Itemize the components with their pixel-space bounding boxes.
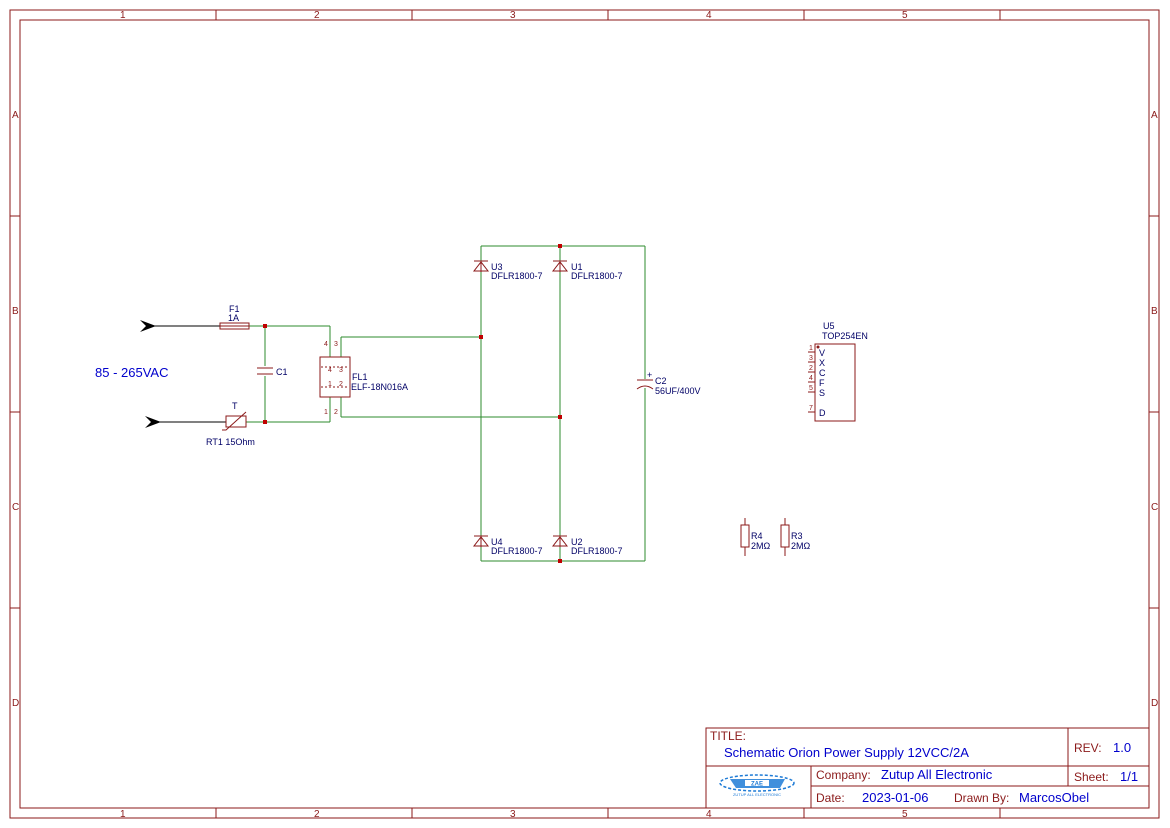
u5-ref: U5 bbox=[823, 321, 835, 331]
f1-ref: F1 bbox=[229, 304, 240, 314]
filter-fl1[interactable]: 4 3 4 3 1 2 1 2 FL1 ELF-18N016A bbox=[319, 341, 408, 416]
svg-text:ZAE: ZAE bbox=[751, 782, 763, 788]
c1-ref: C1 bbox=[276, 367, 288, 377]
u5-pin-name-s: S bbox=[819, 388, 825, 398]
r3-ref: R3 bbox=[791, 531, 803, 541]
u5-pin-name-c: C bbox=[819, 368, 826, 378]
ac-input-bottom[interactable] bbox=[145, 416, 226, 428]
logo-text: ZUTUP ALL ELECTRONIC bbox=[733, 792, 781, 797]
column-label-4-bottom: 4 bbox=[706, 809, 712, 820]
capacitor-c1[interactable]: C1 bbox=[257, 367, 288, 377]
u5-pin-num-7: 7 bbox=[809, 405, 813, 412]
company-value: Zutup All Electronic bbox=[881, 767, 993, 782]
date-value: 2023-01-06 bbox=[862, 790, 929, 805]
drawn-by-value: MarcosObel bbox=[1019, 790, 1089, 805]
row-label-b: B bbox=[12, 306, 19, 317]
u5-pin-name-d: D bbox=[819, 408, 826, 418]
u3-ref: U3 bbox=[491, 262, 503, 272]
ac-input-top[interactable] bbox=[140, 320, 220, 332]
fl1-pin-3b: 3 bbox=[339, 367, 343, 374]
rev-label: REV: bbox=[1074, 741, 1102, 755]
c2-ref: C2 bbox=[655, 376, 667, 386]
junctions bbox=[263, 244, 562, 563]
fuse-f1[interactable]: F1 1A bbox=[219, 304, 250, 330]
rt1-ref: RT1 15Ohm bbox=[206, 437, 255, 447]
row-label-d-right: D bbox=[1151, 698, 1158, 709]
column-label-4: 4 bbox=[706, 10, 712, 21]
r4-ref: R4 bbox=[751, 531, 763, 541]
sheet-label: Sheet: bbox=[1074, 770, 1109, 784]
fl1-pin-1a: 1 bbox=[324, 409, 328, 416]
column-label-5: 5 bbox=[902, 10, 908, 21]
u5-pin-name-x: X bbox=[819, 358, 825, 368]
capacitor-c2[interactable]: + C2 56UF/400V bbox=[636, 370, 701, 396]
rev-value: 1.0 bbox=[1113, 740, 1131, 755]
diode-u2[interactable]: U2 DFLR1800-7 bbox=[551, 535, 623, 556]
r3-value: 2MΩ bbox=[791, 541, 811, 551]
fl1-pin-4a: 4 bbox=[324, 341, 328, 348]
row-label-a: A bbox=[12, 110, 19, 121]
sheet-value: 1/1 bbox=[1120, 769, 1138, 784]
u4-ref: U4 bbox=[491, 537, 503, 547]
u2-ref: U2 bbox=[571, 537, 583, 547]
ic-u5[interactable]: 1 3 2 4 5 7 V X C F S D U5 TOP254EN bbox=[808, 321, 868, 422]
fl1-ref: FL1 bbox=[352, 372, 368, 382]
u1-ref: U1 bbox=[571, 262, 583, 272]
row-label-b-right: B bbox=[1151, 306, 1158, 317]
column-label-3-bottom: 3 bbox=[510, 809, 516, 820]
column-label-1-bottom: 1 bbox=[120, 809, 126, 820]
u5-pin-num-4: 4 bbox=[809, 375, 813, 382]
column-label-2: 2 bbox=[314, 10, 320, 21]
date-label: Date: bbox=[816, 791, 845, 805]
column-label-5-bottom: 5 bbox=[902, 809, 908, 820]
fl1-pin-2a: 2 bbox=[334, 409, 338, 416]
fl1-pin-3a: 3 bbox=[334, 341, 338, 348]
row-label-c: C bbox=[12, 502, 19, 513]
u5-pin-name-v: V bbox=[819, 348, 825, 358]
title-block: TITLE: Schematic Orion Power Supply 12VC… bbox=[705, 727, 1150, 809]
u5-pin-num-1: 1 bbox=[809, 345, 813, 352]
u5-pin-name-f: F bbox=[819, 378, 825, 388]
u5-value: TOP254EN bbox=[822, 331, 868, 341]
fl1-pin-1b: 1 bbox=[328, 381, 332, 388]
thermistor-rt1[interactable]: T RT1 15Ohm bbox=[206, 401, 255, 447]
u3-value: DFLR1800-7 bbox=[491, 271, 543, 281]
company-label: Company: bbox=[816, 768, 871, 782]
drawn-by-label: Drawn By: bbox=[954, 791, 1009, 805]
diode-u3[interactable]: U3 DFLR1800-7 bbox=[472, 260, 543, 281]
company-logo: ZAE ZUTUP ALL ELECTRONIC bbox=[719, 774, 795, 797]
u5-pin-num-5: 5 bbox=[809, 385, 813, 392]
column-label-2-bottom: 2 bbox=[314, 809, 320, 820]
fl1-pin-4b: 4 bbox=[328, 367, 332, 374]
rt1-marker: T bbox=[232, 401, 238, 411]
r4-value: 2MΩ bbox=[751, 541, 771, 551]
u5-pin-num-2: 3 bbox=[809, 355, 813, 362]
diode-u4[interactable]: U4 DFLR1800-7 bbox=[472, 535, 543, 556]
resistor-r3[interactable]: R3 2MΩ bbox=[780, 518, 811, 556]
title-label: TITLE: bbox=[710, 729, 746, 743]
resistor-r4[interactable]: R4 2MΩ bbox=[740, 518, 771, 556]
row-label-d: D bbox=[12, 698, 19, 709]
fl1-pin-2b: 2 bbox=[339, 381, 343, 388]
column-label-3: 3 bbox=[510, 10, 516, 21]
row-label-c-right: C bbox=[1151, 502, 1158, 513]
diode-u1[interactable]: U1 DFLR1800-7 bbox=[551, 260, 623, 281]
sheet-frame: 1 2 3 4 5 1 2 3 4 5 A B C D A B C D bbox=[9, 9, 1160, 820]
input-voltage-label: 85 - 265VAC bbox=[95, 365, 168, 380]
c2-polarity: + bbox=[647, 370, 652, 380]
c2-value: 56UF/400V bbox=[655, 386, 701, 396]
wires bbox=[246, 245, 646, 562]
schematic-title: Schematic Orion Power Supply 12VCC/2A bbox=[724, 745, 969, 760]
f1-value: 1A bbox=[228, 313, 239, 323]
fl1-value: ELF-18N016A bbox=[351, 382, 408, 392]
u1-value: DFLR1800-7 bbox=[571, 271, 623, 281]
column-label-1: 1 bbox=[120, 10, 126, 21]
u2-value: DFLR1800-7 bbox=[571, 546, 623, 556]
u5-pin-num-3: 2 bbox=[809, 365, 813, 372]
u4-value: DFLR1800-7 bbox=[491, 546, 543, 556]
row-label-a-right: A bbox=[1151, 110, 1158, 121]
